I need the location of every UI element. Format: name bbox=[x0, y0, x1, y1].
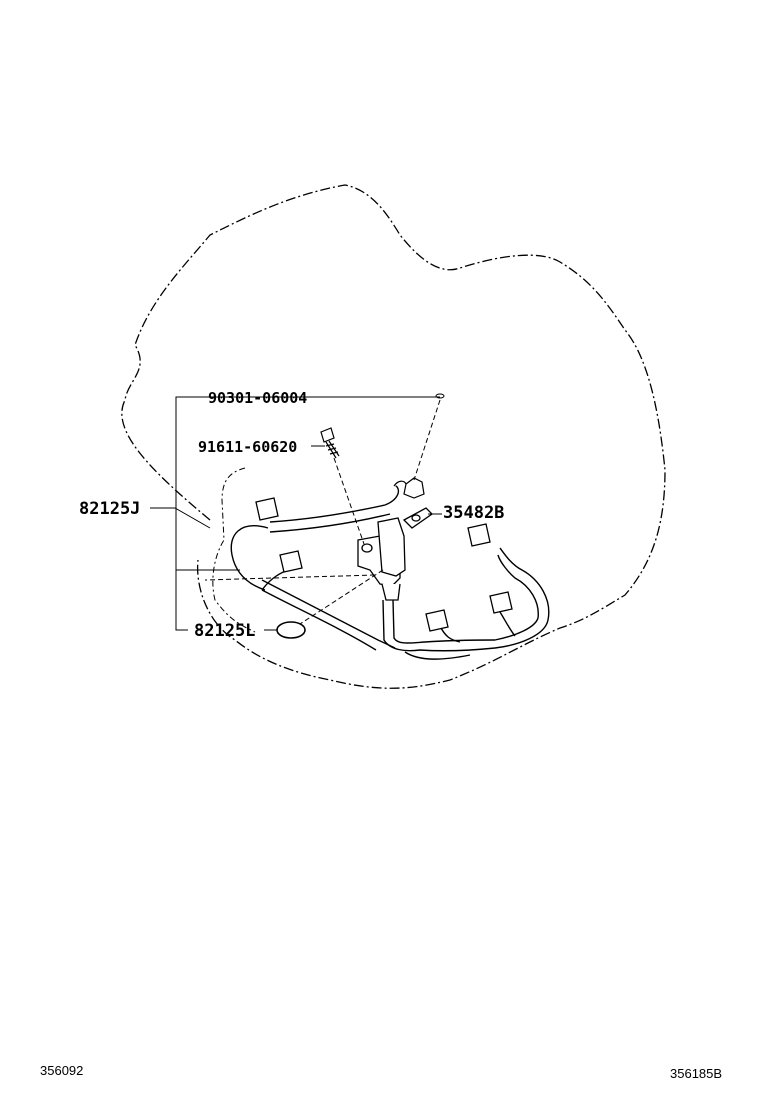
inner-housing-contour bbox=[212, 467, 256, 633]
callout-82125J: 82125J bbox=[79, 499, 140, 519]
callout-90301-06004: 90301-06004 bbox=[208, 389, 307, 407]
footer-right-code: 356185B bbox=[670, 1066, 722, 1081]
transmission-housing-outline bbox=[121, 184, 666, 689]
speed-sensor bbox=[357, 517, 406, 601]
bolt bbox=[320, 427, 340, 459]
retainer bbox=[393, 477, 425, 499]
leader-lines bbox=[150, 396, 442, 631]
o-ring bbox=[276, 621, 306, 639]
sensor-clamp bbox=[402, 507, 434, 529]
assembly-lines bbox=[204, 399, 441, 625]
callout-35482B: 35482B bbox=[443, 503, 504, 523]
callout-91611-60620: 91611-60620 bbox=[198, 438, 297, 456]
footer-left-code: 356092 bbox=[40, 1063, 83, 1078]
connector bbox=[255, 497, 513, 632]
callout-82125L: 82125L bbox=[194, 621, 255, 641]
